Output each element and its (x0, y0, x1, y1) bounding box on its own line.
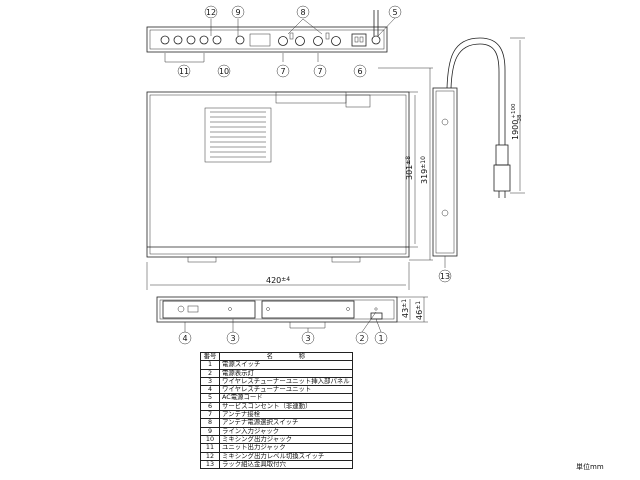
callout-10: 10 (219, 67, 229, 76)
callout-5: 5 (392, 8, 397, 17)
height-outer-dimension: 46±1 (415, 301, 424, 320)
callout-4: 4 (182, 334, 187, 343)
part-name: ユニット出力ジャック (219, 443, 353, 453)
callouts-rear: 12 9 8 5 11 10 7 7 6 (177, 5, 402, 78)
service-outlet-icon (351, 33, 367, 47)
ac-cord-icon (371, 35, 381, 45)
callout-11: 11 (179, 67, 189, 76)
callout-3a: 3 (230, 334, 235, 343)
height-inner-dimension: 43±1 (401, 299, 410, 318)
side-view: 13 (432, 37, 525, 283)
part-number: 13 (200, 459, 220, 470)
callout-7b: 7 (317, 67, 322, 76)
rack-mount-hole-icon (441, 118, 449, 126)
part-number: 1 (200, 360, 220, 370)
callout-8: 8 (300, 8, 305, 17)
tuner-unit-panel (162, 300, 256, 319)
callout-7a: 7 (280, 67, 285, 76)
callout-1: 1 (378, 334, 383, 343)
depth-inner-dimension: 301±8 (405, 156, 414, 180)
power-cord-icon (446, 37, 506, 145)
tuner-slot-panel (261, 300, 355, 319)
rear-view (146, 10, 396, 63)
callout-13: 13 (440, 272, 450, 281)
part-name: ラック組込金具取付穴 (219, 459, 353, 470)
width-dimension: 420±4 (266, 276, 290, 285)
front-view (156, 296, 428, 333)
mixing-output-jack-icon (212, 35, 222, 45)
part-number: 11 (200, 443, 220, 453)
depth-outer-dimension: 319±10 (420, 156, 429, 184)
part-name: ワイヤレスチューナーユニット (219, 385, 353, 395)
power-switch-icon (370, 312, 383, 320)
top-chassis-outline (146, 91, 410, 258)
callout-9: 9 (235, 8, 240, 17)
callouts-front: 4 3 3 2 1 (178, 331, 388, 345)
callout-3b: 3 (305, 334, 310, 343)
rear-panel-outline (146, 26, 388, 53)
unit-output-jack-icon (160, 35, 170, 45)
table-header-row: 番号 名 称 (200, 351, 353, 362)
antenna-connector-icon (278, 36, 288, 46)
line-input-jack-icon (235, 35, 245, 45)
side-chassis-outline (432, 87, 458, 257)
tuner-knob-icon (177, 305, 185, 313)
cord-length-dimension: 1900+100-38 (511, 103, 523, 140)
callout-2: 2 (359, 334, 364, 343)
callout-6: 6 (357, 67, 362, 76)
power-indicator-icon (374, 307, 378, 311)
antenna-power-switch-icon (289, 32, 294, 40)
callout-12: 12 (206, 8, 216, 17)
unit-label: 単位mm (576, 463, 604, 471)
part-name: 電源スイッチ (219, 360, 353, 370)
part-name: サービスコンセント（非連動） (219, 401, 353, 412)
part-name: アンテナ電源選択スイッチ (219, 418, 353, 428)
part-number: 8 (200, 418, 220, 428)
front-panel-outline (156, 296, 398, 323)
top-view: 420±4 (146, 67, 433, 290)
warning-label (345, 94, 371, 108)
column-header-name: 名 称 (219, 351, 353, 362)
